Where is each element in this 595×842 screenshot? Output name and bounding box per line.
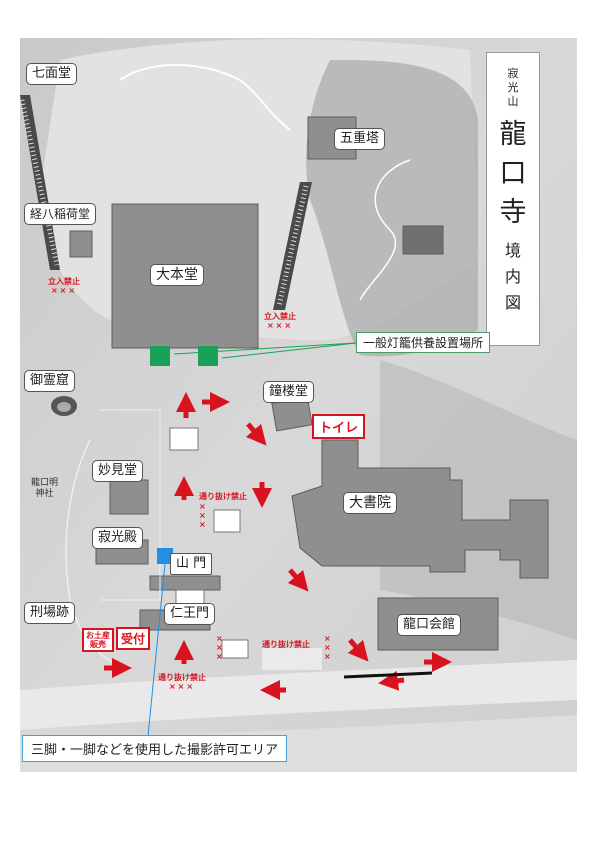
cross-mark: ×: [199, 502, 206, 511]
stairs-mid: [213, 509, 241, 533]
cross-mark: ×: [324, 643, 331, 652]
map-title: 寂 光 山 龍 口 寺 境 内 図: [486, 52, 540, 346]
building-myokendo: [109, 479, 149, 515]
cave-inner: [57, 402, 71, 412]
lantern-site-right: [198, 346, 218, 366]
souvenir-line: 販売: [90, 640, 106, 649]
flow-arrow: [347, 638, 369, 662]
no-entry-right: 立入禁止 ×××: [264, 312, 296, 330]
callout-photo-area: 三脚・一脚などを使用した撮影許可エリア: [22, 735, 288, 762]
no-entry-crosses: ×××: [266, 321, 294, 330]
title-temple-char: 口: [499, 158, 527, 189]
no-through-lower: 通り抜け禁止 ×××: [158, 673, 206, 691]
label-gojunoto: 五重塔: [334, 128, 386, 150]
flow-arrow: [378, 670, 405, 691]
photo-leader: [147, 563, 166, 737]
label-keijoato: 刑場跡: [24, 602, 76, 624]
callout-lantern-site: 一般灯籠供養設置場所: [356, 332, 491, 353]
label-hondo: 大本堂: [150, 264, 204, 286]
title-temple-char: 龍: [499, 119, 527, 150]
no-entry-left: 立入禁止 ×××: [48, 277, 80, 295]
shrine-line: 龍口明: [31, 478, 59, 488]
label-myokendo: 妙見堂: [92, 460, 144, 482]
cross-mark: ×: [216, 652, 223, 661]
no-entry-text: 立入禁止: [264, 312, 296, 321]
no-through-upper: 通り抜け禁止 × × ×: [199, 492, 247, 529]
no-through-text: 通り抜け禁止: [262, 640, 310, 649]
label-daishoin: 大書院: [343, 492, 397, 514]
label-jakkoden: 寂光殿: [92, 527, 144, 549]
title-map-char: 図: [504, 293, 521, 312]
no-through-text: 通り抜け禁止: [158, 673, 206, 682]
label-shichimendo: 七面堂: [26, 63, 78, 85]
lantern-leader-1: [173, 342, 357, 355]
title-mountain-char: 山: [507, 95, 519, 108]
building-kyohachi: [69, 230, 93, 258]
no-entry-text: 立入禁止: [48, 277, 80, 286]
photo-area-marker: [157, 548, 173, 564]
courtyard-path: [100, 409, 161, 601]
stairs-gate: [221, 639, 249, 659]
souvenir-line: お土産: [86, 631, 110, 640]
label-kyohachi-inari: 経八稲荷堂: [24, 203, 97, 225]
cross-mark: ×: [199, 520, 206, 529]
entrance-line: [343, 671, 433, 679]
flow-arrow: [245, 422, 267, 446]
title-temple-char: 寺: [499, 197, 527, 228]
path-trail-3: [65, 439, 131, 671]
no-entry-crosses: ×××: [50, 286, 78, 295]
stair-left: [19, 95, 60, 270]
cross-mark: ×: [216, 634, 223, 643]
cross-mark: ×: [324, 634, 331, 643]
label-ryukoukaikan: 龍口会館: [397, 614, 462, 636]
title-map-char: 境: [504, 241, 521, 260]
title-mountain-char: 寂: [507, 67, 519, 80]
no-through-crosses: ×××: [168, 682, 196, 691]
crosses-column-left: × × ×: [216, 634, 223, 661]
building-tower-block: [402, 225, 444, 255]
street: [20, 660, 577, 730]
stair-right: [273, 182, 312, 310]
cross-mark: ×: [324, 652, 331, 661]
shrine-line: 神社: [35, 489, 54, 499]
path-trail: [119, 64, 291, 131]
no-through-right: 通り抜け禁止: [262, 640, 310, 649]
souvenir-marker: お土産 販売: [82, 628, 114, 652]
cross-mark: ×: [216, 643, 223, 652]
reception-marker: 受付: [116, 627, 151, 650]
toilet-marker: トイレ: [312, 414, 366, 439]
plaza: [262, 648, 322, 670]
crosses-column-right: × × ×: [324, 634, 331, 661]
no-through-text: 通り抜け禁止: [199, 492, 247, 501]
lantern-site-left: [150, 346, 170, 366]
label-sanmon: 山 門: [170, 553, 213, 575]
label-shorodo: 鐘楼堂: [263, 381, 315, 403]
path-trail-2: [359, 159, 411, 301]
label-ryukou-myojin: 龍口明 神社: [31, 478, 58, 500]
lantern-leader-2: [221, 342, 357, 359]
stairs-upper: [169, 427, 199, 451]
title-map-char: 内: [504, 267, 521, 286]
cross-mark: ×: [199, 511, 206, 520]
building-daishoin: [291, 439, 549, 579]
label-niomon: 仁王門: [164, 603, 216, 625]
title-mountain-char: 光: [507, 81, 519, 94]
flow-arrow: [287, 568, 309, 592]
label-goreikutsu: 御霊窟: [24, 370, 76, 392]
